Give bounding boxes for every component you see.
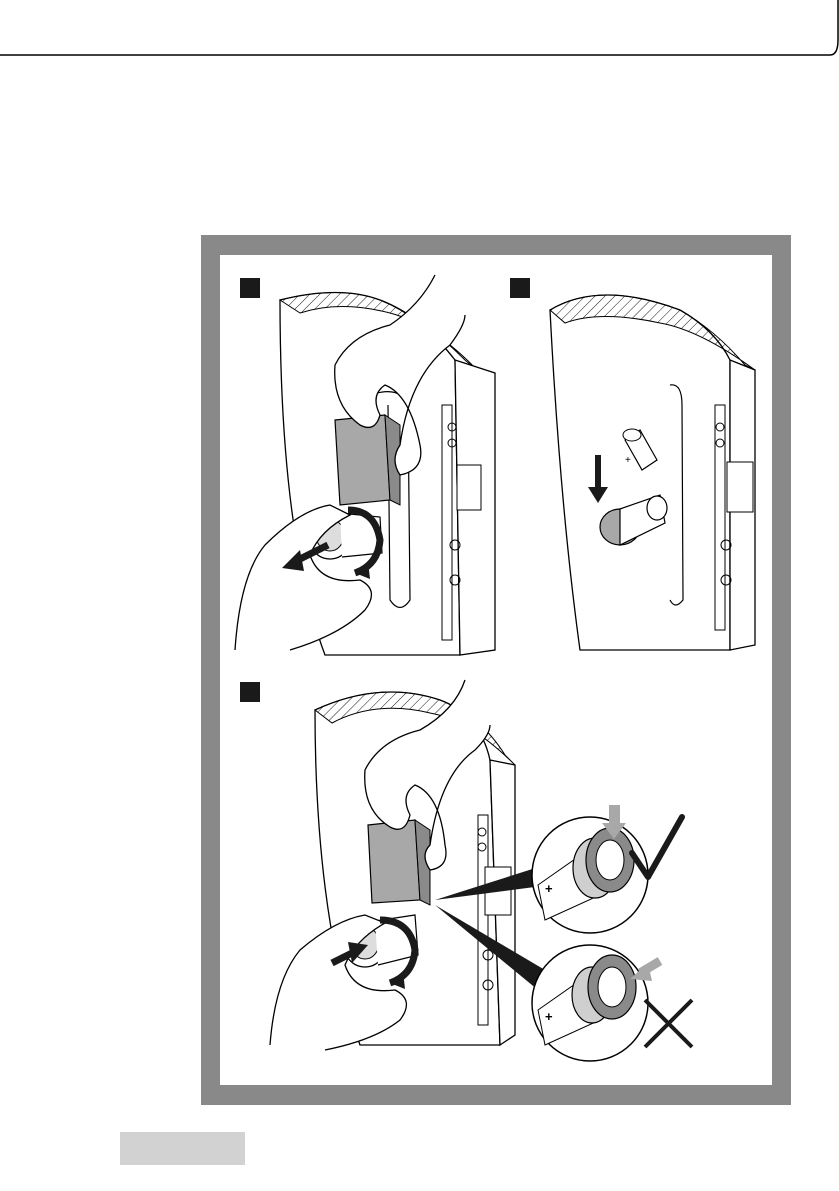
battery-plus-label: +	[625, 455, 631, 466]
page-edge-line	[0, 0, 839, 70]
battery-replacement-illustration: +	[220, 255, 772, 1085]
wrong-detail: +	[532, 945, 660, 1061]
correct-detail: +	[532, 805, 648, 933]
step1-illustration	[235, 275, 495, 655]
detail-plus-label-2: +	[545, 1009, 553, 1024]
step2-illustration: +	[550, 295, 755, 650]
detail-plus-label: +	[545, 881, 553, 896]
step-badge-2	[510, 278, 530, 298]
step-badge-1	[240, 278, 260, 298]
footer-tab	[120, 1132, 245, 1165]
instruction-panel: +	[220, 255, 772, 1085]
step3-illustration: + +	[270, 680, 692, 1061]
step-badge-3	[240, 682, 260, 702]
cross-icon	[645, 1000, 692, 1047]
